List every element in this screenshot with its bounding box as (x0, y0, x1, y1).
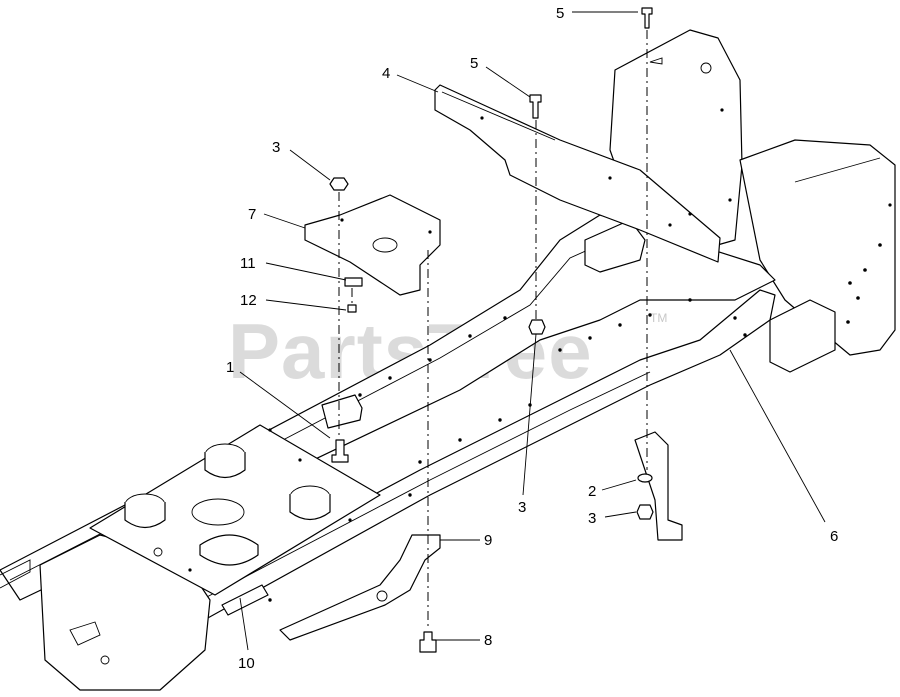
callout-12: 12 (240, 292, 257, 309)
callout-9: 9 (484, 532, 492, 549)
callout-4: 4 (382, 65, 390, 82)
lower-bracket (321, 394, 363, 429)
callout-2: 2 (588, 483, 596, 500)
engine-mount-plate (89, 424, 381, 596)
fasteners (329, 7, 654, 653)
callout-3-right: 3 (588, 510, 596, 527)
callout-1: 1 (226, 359, 234, 376)
callout-3-center: 3 (518, 499, 526, 516)
callout-6: 6 (830, 528, 838, 545)
callout-5-top: 5 (556, 5, 564, 22)
slot-part-10 (221, 584, 269, 616)
watermark-tm: TM (650, 311, 667, 325)
top-cross-bracket (434, 84, 721, 263)
assembly-axes (338, 30, 648, 630)
callout-5-bracket: 5 (470, 55, 478, 72)
callout-7: 7 (248, 206, 256, 223)
callout-labels: 1 2 3 3 3 4 5 5 6 7 8 9 10 11 12 (226, 5, 838, 672)
leader-lines (239, 11, 826, 651)
callout-8: 8 (484, 632, 492, 649)
hanger-rod (634, 431, 683, 541)
callout-3-top: 3 (272, 139, 280, 156)
callout-10: 10 (238, 655, 255, 672)
side-bracket-9 (279, 534, 441, 641)
callout-11: 11 (240, 255, 256, 272)
bracket-edge (441, 91, 556, 141)
mount-bracket-7 (304, 194, 441, 296)
